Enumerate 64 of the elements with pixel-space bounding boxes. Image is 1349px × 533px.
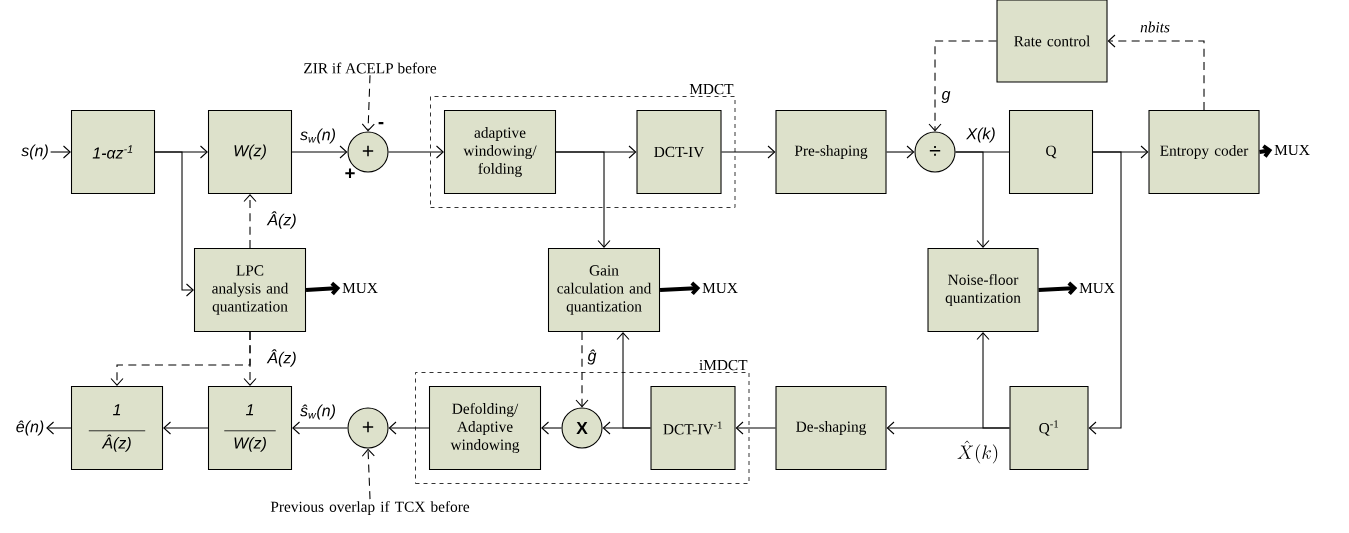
arrow bbox=[976, 332, 1010, 429]
signal-text: MUX bbox=[702, 282, 738, 294]
arrow bbox=[292, 421, 348, 435]
arrow bbox=[1088, 151, 1122, 435]
arrow bbox=[1038, 281, 1078, 296]
node-label: MDCT bbox=[689, 83, 734, 95]
edge-label: nbits bbox=[1138, 20, 1172, 34]
arrow bbox=[1107, 34, 1205, 111]
process-box: Defolding/ Adaptive windowing bbox=[428, 385, 542, 471]
edge-label: ĝ bbox=[586, 348, 598, 366]
edge-label: g bbox=[940, 89, 952, 105]
arrow bbox=[928, 40, 997, 132]
arrow bbox=[305, 281, 341, 296]
edge-label: Â(z) bbox=[266, 348, 298, 368]
process-box: Gain calculation and quantization bbox=[547, 247, 661, 333]
arrow bbox=[361, 74, 375, 132]
process-box: 1-αz$^{-1}$ bbox=[70, 109, 156, 195]
signal-text: MUX bbox=[1274, 144, 1310, 156]
process-box: adaptive windowing/ folding bbox=[443, 109, 557, 195]
process-box: LPC analysis and quantization bbox=[193, 247, 307, 333]
arrow bbox=[110, 331, 251, 386]
process-box: Entropy coder bbox=[1148, 109, 1260, 195]
arrow bbox=[46, 421, 72, 435]
arrow bbox=[886, 145, 915, 159]
process-box: De-shaping bbox=[775, 385, 887, 471]
filter-box: 1 W(z) bbox=[207, 385, 293, 471]
arrow bbox=[163, 421, 209, 435]
arrow bbox=[955, 151, 990, 248]
arrow bbox=[555, 151, 611, 248]
process-box: Noise-floor quantization bbox=[927, 247, 1039, 333]
arrow bbox=[659, 281, 701, 296]
process-box: W(z) bbox=[207, 109, 293, 195]
arrow bbox=[50, 145, 71, 159]
filter-box: 1 Â(z) bbox=[70, 385, 164, 471]
arrow bbox=[291, 145, 348, 159]
signal-text: MUX bbox=[1079, 282, 1115, 294]
edge-label: ŝ$_{w}$(n) bbox=[298, 403, 338, 421]
process-box: DCT-IV$^{-1}$ bbox=[650, 385, 736, 471]
signal-text: Previous overlap if TCX before bbox=[270, 501, 470, 516]
process-box: Rate control bbox=[996, 0, 1108, 83]
signal-text: ZIR if ACELP before bbox=[304, 62, 437, 74]
arrow bbox=[721, 145, 776, 159]
arrow bbox=[616, 332, 651, 429]
edge-label: Â(z) bbox=[266, 210, 298, 230]
process-box: Q$^{-1}$ bbox=[1009, 385, 1089, 471]
process-box: DCT-IV bbox=[636, 109, 722, 195]
node-label: iMDCT bbox=[699, 359, 748, 371]
signal-text: MUX bbox=[342, 282, 378, 294]
arrow bbox=[154, 151, 194, 297]
signal-text: s(n) bbox=[21, 144, 48, 160]
edge-label: s$_{w}$(n) bbox=[298, 127, 338, 145]
signal-text: ê(n) bbox=[16, 420, 44, 436]
sign-label: - bbox=[378, 122, 384, 125]
arrow bbox=[388, 421, 430, 435]
arrow bbox=[361, 448, 375, 500]
arrow bbox=[541, 421, 562, 435]
process-box: Q bbox=[1008, 109, 1094, 195]
edge-label: $\hat{X}(k)$ bbox=[955, 439, 1001, 465]
arrow bbox=[735, 421, 776, 435]
process-box: Pre-shaping bbox=[775, 109, 887, 195]
edge-label: X(k) bbox=[965, 126, 997, 144]
arrow bbox=[243, 194, 257, 249]
arrow bbox=[388, 145, 444, 159]
arrow bbox=[575, 331, 589, 408]
